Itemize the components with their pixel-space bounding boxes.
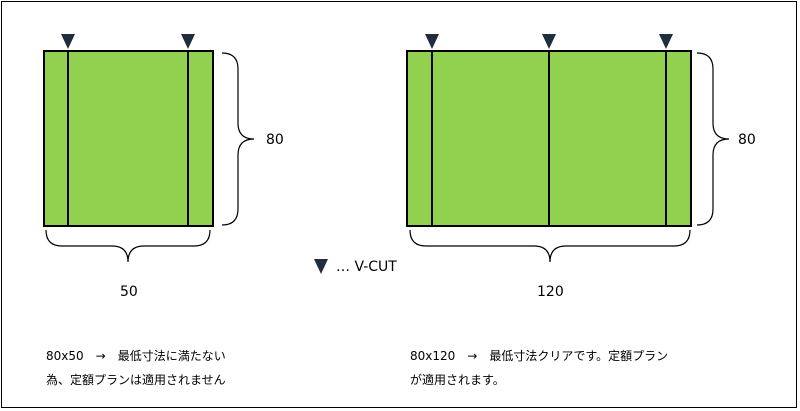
right-width-brace: [409, 229, 691, 263]
left-caption-line-1: 80x50 → 最低寸法に満たない: [46, 349, 226, 363]
left-height-brace: [221, 52, 255, 226]
down-triangle-icon: [314, 259, 328, 274]
right-height-brace: [696, 52, 730, 226]
left-panel: 80 50: [43, 34, 284, 300]
right-vcut-marker-2: [542, 34, 556, 49]
right-caption-line-1: 80x120 → 最低寸法クリアです。定額プラン: [410, 349, 669, 363]
left-board: [43, 50, 214, 227]
legend: … V-CUT: [314, 259, 397, 275]
left-vcut-marker-2: [181, 34, 195, 49]
left-vcut-marker-1: [61, 34, 75, 49]
right-width-label: 120: [537, 284, 564, 300]
left-caption: 80x50 → 最低寸法に満たない 為、定額プランは適用されません: [46, 344, 226, 392]
right-height-label: 80: [738, 132, 756, 148]
right-vcut-marker-1: [425, 34, 439, 49]
right-panel: 80 120: [406, 34, 756, 300]
left-width-brace: [45, 229, 211, 263]
right-caption-line-2: が適用されます。: [410, 373, 505, 387]
left-caption-line-2: 為、定額プランは適用されません: [46, 373, 226, 387]
legend-text: … V-CUT: [336, 259, 397, 275]
left-width-label: 50: [120, 284, 138, 300]
right-caption: 80x120 → 最低寸法クリアです。定額プラン が適用されます。: [410, 344, 668, 392]
right-vcut-marker-3: [659, 34, 673, 49]
left-height-label: 80: [266, 132, 284, 148]
